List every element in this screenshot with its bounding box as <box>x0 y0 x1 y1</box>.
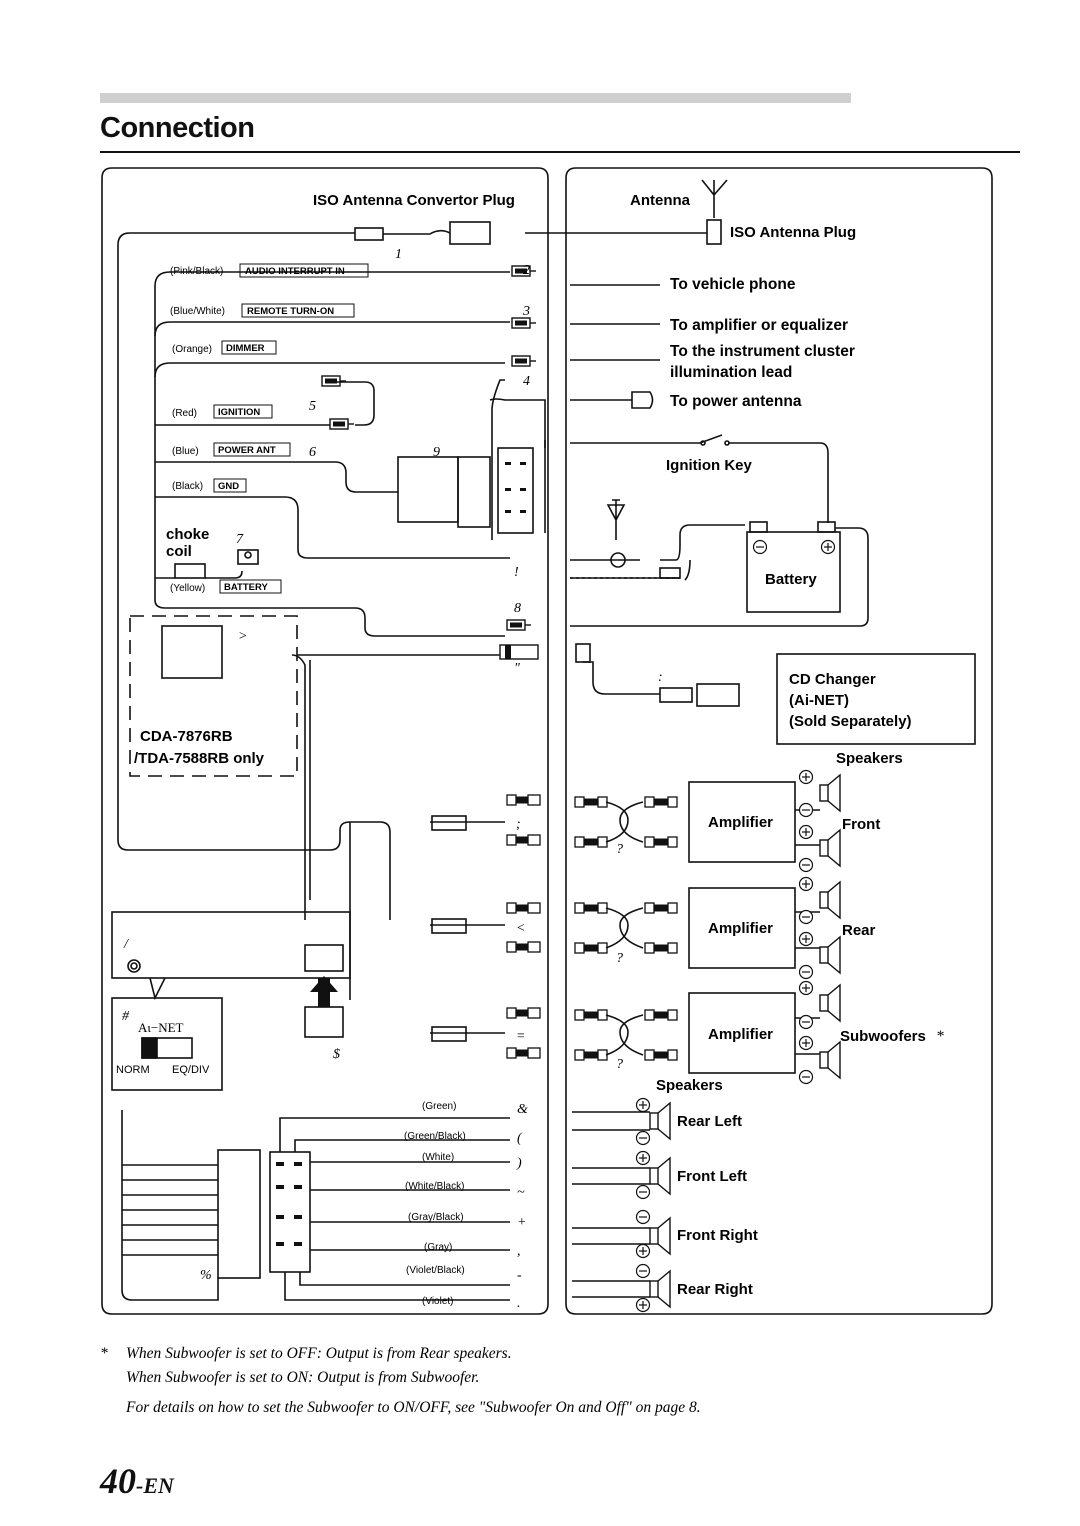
iso-antenna-convertor-plug-label: ISO Antenna Convertor Plug <box>313 192 515 209</box>
amplifier-rear-label: Amplifier <box>708 920 773 937</box>
switch-norm-label: NORM <box>116 1064 150 1076</box>
wire-function-ignition: IGNITION <box>218 407 260 418</box>
page-title: Connection <box>100 112 255 144</box>
front-label: Front <box>842 816 880 833</box>
to-vehicle-phone-label: To vehicle phone <box>670 276 796 293</box>
front-left-label: Front Left <box>677 1168 747 1185</box>
rear-left-label: Rear Left <box>677 1113 742 1130</box>
wire-color-blue-white: (Blue/White) <box>170 306 225 317</box>
callout-dollar: $ <box>333 1047 340 1062</box>
note-asterisk: * <box>100 1345 108 1362</box>
left-panel-frame <box>101 167 549 1315</box>
rear-label: Rear <box>842 922 876 939</box>
wire-color-yellow: (Yellow) <box>170 583 205 594</box>
callout-5: 5 <box>309 399 316 414</box>
wire-function-battery: BATTERY <box>224 582 268 593</box>
ai-net-label: Aι−NET <box>138 1020 184 1035</box>
callout-9: 9 <box>433 445 440 460</box>
callout-8: 8 <box>514 601 521 616</box>
page-number-value: 40 <box>100 1461 136 1501</box>
callout-lt: < <box>516 921 525 936</box>
speaker-wire-violet-black: (Violet/Black) <box>406 1265 465 1276</box>
callout-excl: ! <box>514 565 519 580</box>
amplifier-front-label: Amplifier <box>708 814 773 831</box>
callout-6: 6 <box>309 445 316 460</box>
speakers-bottom-label: Speakers <box>656 1077 723 1094</box>
to-power-antenna-label: To power antenna <box>670 393 802 410</box>
rear-right-label: Rear Right <box>677 1281 753 1298</box>
wire-color-black: (Black) <box>172 481 203 492</box>
callout-q2: ? <box>616 951 623 966</box>
callout-semi: ; <box>516 817 521 832</box>
wire-function-gnd: GND <box>218 481 239 492</box>
choke-label: choke <box>166 526 209 543</box>
callout-quote: " <box>514 661 520 676</box>
wire-color-red: (Red) <box>172 408 197 419</box>
antenna-label: Antenna <box>630 192 691 209</box>
callout-1: 1 <box>395 247 402 262</box>
callout-hash: # <box>122 1009 130 1024</box>
callout-4: 4 <box>523 374 530 389</box>
sold-separately-label: (Sold Separately) <box>789 713 912 730</box>
callout-percent: % <box>200 1268 212 1283</box>
to-amplifier-label: To amplifier or equalizer <box>670 317 848 334</box>
wire-function-remote-turn-on: REMOTE TURN-ON <box>247 306 334 317</box>
speaker-wire-green-black: (Green/Black) <box>404 1131 466 1142</box>
wire-color-blue: (Blue) <box>172 446 199 457</box>
speaker-wire-green: (Green) <box>422 1101 456 1112</box>
subwoofers-label: Subwoofers <box>840 1028 926 1045</box>
callout-eq: = <box>516 1029 525 1044</box>
note-line2: When Subwoofer is set to ON: Output is f… <box>126 1369 479 1386</box>
title-rule <box>100 151 1020 153</box>
wire-color-orange: (Orange) <box>172 344 212 355</box>
speakers-top-label: Speakers <box>836 750 903 767</box>
illumination-lead-label: illumination lead <box>670 364 792 381</box>
right-panel-frame <box>565 167 993 1315</box>
subwoofers-asterisk: * <box>936 1028 944 1045</box>
note-line1: When Subwoofer is set to OFF: Output is … <box>126 1345 512 1362</box>
callout-amp: & <box>517 1102 528 1117</box>
callout-3: 3 <box>522 304 530 319</box>
model-note-line2: /TDA-7588RB only <box>134 750 265 767</box>
callout-tilde: ~ <box>517 1185 525 1200</box>
wire-function-dimmer: DIMMER <box>226 343 265 354</box>
speaker-wire-white-black: (White/Black) <box>405 1181 464 1192</box>
page-number: 40-EN <box>100 1460 174 1502</box>
callout-7: 7 <box>236 532 244 547</box>
wire-color-pink-black: (Pink/Black) <box>170 266 223 277</box>
ignition-key-label: Ignition Key <box>666 457 752 474</box>
model-note-line1: CDA-7876RB <box>140 728 233 745</box>
note-line3: For details on how to set the Subwoofer … <box>125 1399 701 1416</box>
callout-q1: ? <box>616 842 623 857</box>
switch-eqdiv-label: EQ/DIV <box>172 1064 210 1076</box>
page-number-suffix: -EN <box>136 1473 174 1498</box>
to-instrument-cluster-label: To the instrument cluster <box>670 343 855 360</box>
callout-q3: ? <box>616 1057 623 1072</box>
callout-plus: + <box>517 1215 526 1230</box>
speaker-wire-gray-black: (Gray/Black) <box>408 1212 464 1223</box>
callout-comma: , <box>517 1244 521 1259</box>
speaker-wire-violet: (Violet) <box>422 1296 454 1307</box>
cd-changer-label: CD Changer <box>789 671 876 688</box>
speaker-wire-gray: (Gray) <box>424 1242 452 1253</box>
wire-function-audio-interrupt: AUDIO INTERRUPT IN <box>245 266 345 277</box>
callout-rparen: ) <box>516 1156 522 1171</box>
header-bar <box>100 93 851 103</box>
callout-colon: : <box>658 670 663 685</box>
speaker-wire-white: (White) <box>422 1152 454 1163</box>
iso-antenna-plug-label: ISO Antenna Plug <box>730 224 856 241</box>
callout-dot: . <box>517 1296 521 1311</box>
callout-lparen: ( <box>517 1131 523 1146</box>
wire-function-power-ant: POWER ANT <box>218 445 276 456</box>
ai-net-sub-label: (Ai-NET) <box>789 692 849 709</box>
amplifier-sub-label: Amplifier <box>708 1026 773 1043</box>
front-right-label: Front Right <box>677 1227 758 1244</box>
callout-gt: > <box>238 629 247 644</box>
callout-dash: - <box>517 1268 522 1283</box>
callout-2: 2 <box>523 263 530 278</box>
callout-slash: / <box>123 937 129 952</box>
battery-label: Battery <box>765 571 817 588</box>
coil-label: coil <box>166 543 192 560</box>
